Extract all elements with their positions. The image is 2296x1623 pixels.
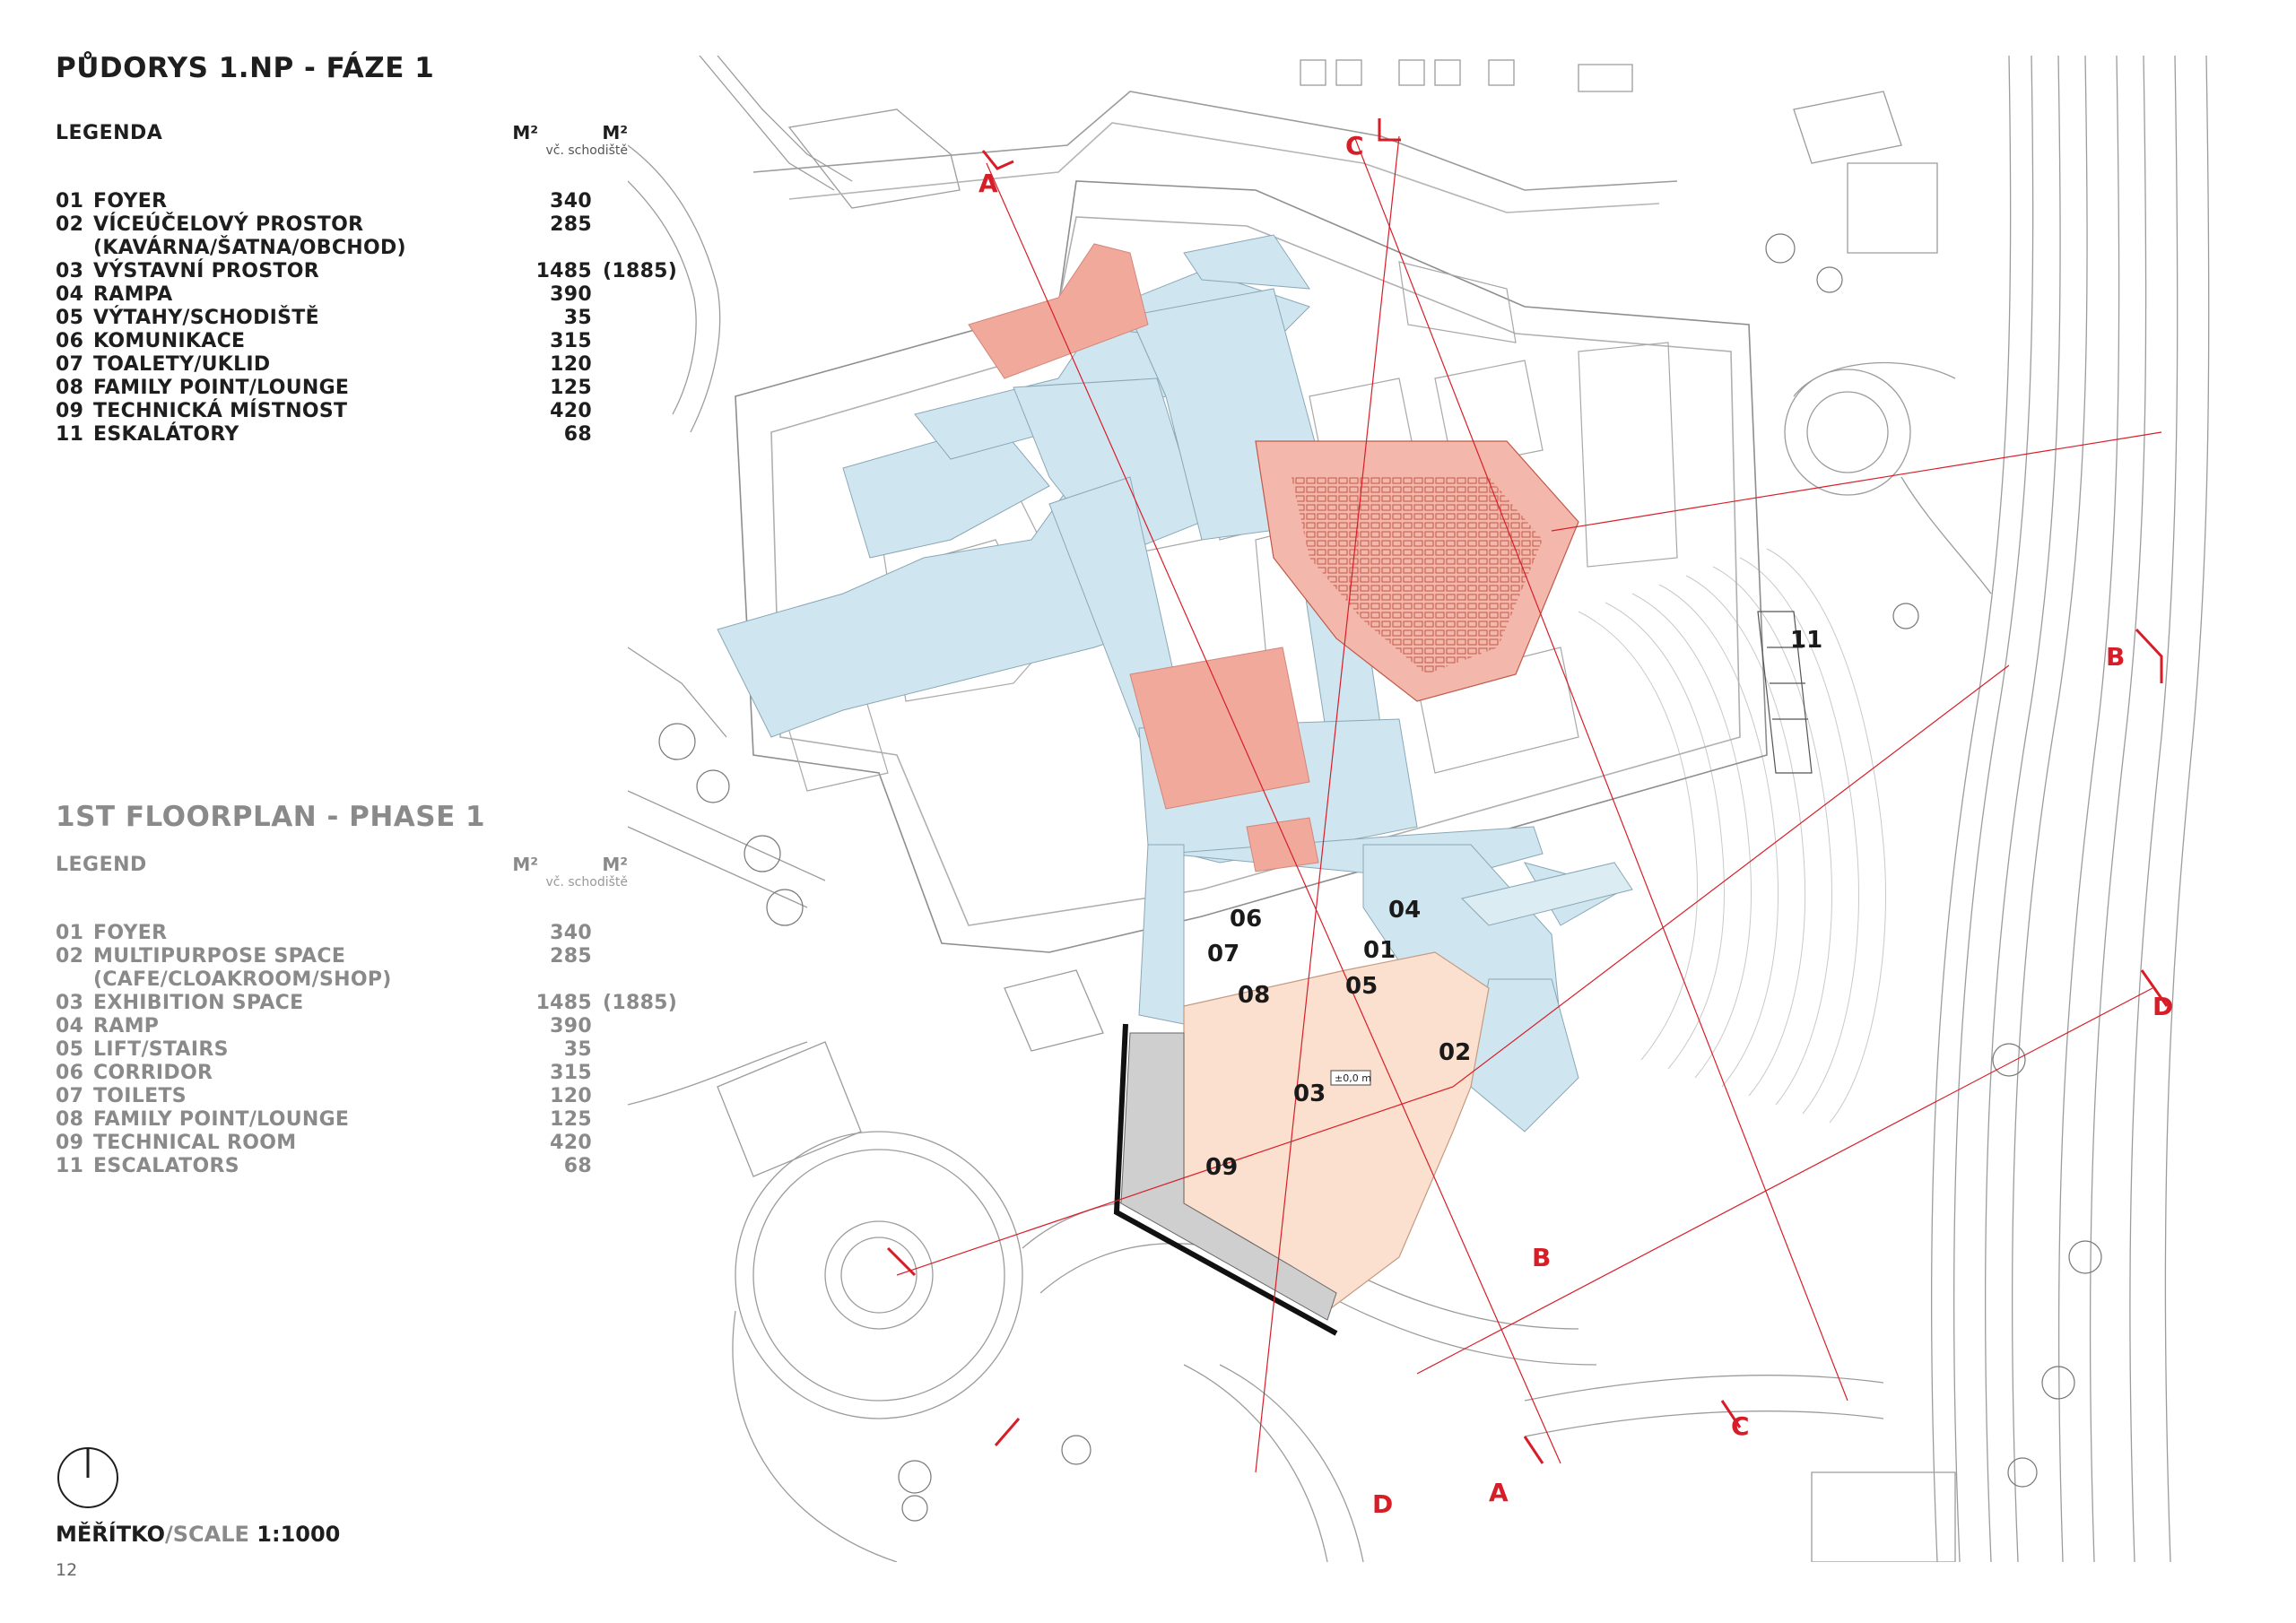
room-label-06: 06: [1230, 906, 1262, 933]
legend-row: (CAFE/CLOAKROOM/SHOP): [93, 968, 392, 991]
page-number: 12: [56, 1560, 78, 1580]
title-cz: PŮDORYS 1.NP - FÁZE 1: [56, 52, 435, 84]
level-mark: ±0,0 m: [1335, 1072, 1371, 1084]
room-label-09: 09: [1205, 1154, 1238, 1181]
terrain-contours: [1578, 548, 1886, 1124]
section-label-b-bottom: B: [1532, 1243, 1551, 1272]
scale-label-cz: MĚŘÍTKO: [56, 1522, 165, 1547]
legend-row: (KAVÁRNA/ŠATNA/OBCHOD): [93, 237, 406, 259]
section-label-b-right: B: [2106, 642, 2125, 672]
col-m2-stairs-sub-en: vč. schodiště: [545, 875, 629, 890]
north-arrow-icon: [56, 1445, 120, 1514]
thick-wall: [1113, 1023, 1338, 1336]
room-label-01: 01: [1363, 937, 1396, 964]
legend-heading-cz: LEGENDA: [56, 122, 163, 144]
section-label-c-top: C: [1345, 131, 1364, 161]
block-outlines: [717, 59, 1956, 1562]
floor-plan: A C B D C A D B 04 06 01 07 05 08 02 03 …: [628, 56, 2210, 1562]
section-label-a-bottom: A: [1489, 1478, 1509, 1507]
building-outline: [735, 91, 1768, 953]
col-m2-en: M²: [512, 854, 538, 875]
room-label-04: 04: [1388, 897, 1421, 924]
highlight-areas: [968, 243, 1319, 872]
section-markers: [886, 118, 2169, 1464]
highway-lines: [1930, 56, 2210, 1562]
scale-value: 1:1000: [257, 1522, 341, 1547]
room-label-03: 03: [1293, 1081, 1326, 1107]
scale-label-en: /SCALE: [164, 1522, 249, 1547]
title-en: 1ST FLOORPLAN - PHASE 1: [56, 801, 486, 833]
section-label-d-bottom: D: [1372, 1489, 1393, 1519]
site-context: [628, 56, 2210, 1562]
roundabout: [1784, 361, 1992, 595]
scale-label: MĚŘÍTKO/SCALE 1:1000: [56, 1522, 340, 1547]
section-lines: [896, 135, 2162, 1473]
ramp: [1461, 862, 1633, 926]
escalator: [1757, 611, 1813, 774]
level-mark-box: [1330, 1070, 1371, 1086]
col-m2-stairs-en: M²: [602, 854, 628, 875]
road-topleft: [628, 56, 853, 908]
section-label-a-top: A: [978, 169, 998, 198]
legend-heading-en: LEGEND: [56, 854, 147, 876]
technical-room: [1120, 1032, 1337, 1321]
room-label-08: 08: [1238, 982, 1270, 1009]
section-label-d-right: D: [2152, 992, 2173, 1021]
trees: [658, 233, 2102, 1522]
col-m2-stairs-sub-cz: vč. schodiště: [545, 143, 629, 158]
room-label-05: 05: [1345, 973, 1378, 1000]
seat-rows: [1292, 477, 1543, 674]
col-m2-stairs-cz: M²: [602, 122, 628, 143]
room-label-02: 02: [1439, 1039, 1471, 1066]
section-label-c-bottom: C: [1731, 1411, 1750, 1441]
room-label-07: 07: [1207, 941, 1239, 968]
room-label-11: 11: [1790, 627, 1822, 654]
col-m2-cz: M²: [512, 122, 538, 143]
